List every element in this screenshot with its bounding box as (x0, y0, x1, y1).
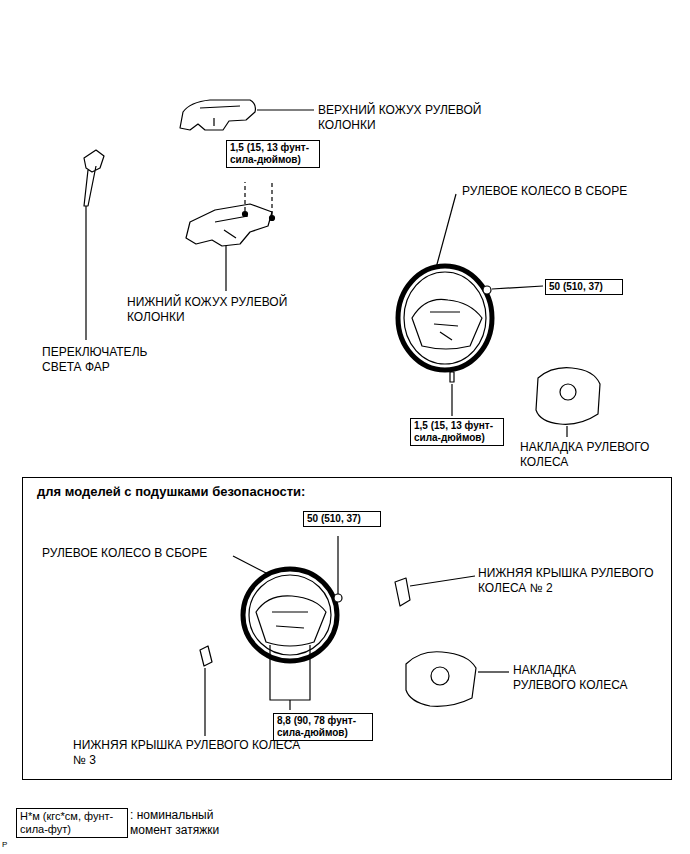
torque-value: 8,8 (90, 78 фунт-сила-дюймов) (277, 715, 369, 739)
lower-cover-3 (200, 646, 212, 666)
lower-cover (186, 204, 272, 246)
page-mark: P (2, 840, 14, 850)
legend-key: Н*м (кгс*см, фунт-сила-фут) (16, 808, 128, 838)
wheel-pad (406, 652, 476, 707)
lower-cover-2 (395, 578, 410, 606)
part-label: НИЖНИЙ КОЖУХ РУЛЕВОЙ КОЛОНКИ (127, 295, 327, 325)
torque-box: 50 (510, 37) (303, 511, 381, 527)
wheel-pad (536, 368, 600, 425)
torque-value: Н*м (кгс*см, фунт-сила-фут) (20, 810, 124, 836)
part-label: НИЖНЯЯ КРЫШКА РУЛЕВОГО КОЛЕСА № 3 (73, 738, 313, 768)
part-label: РУЛЕВОЕ КОЛЕСО В СБОРЕ (462, 184, 662, 199)
part-label: РУЛЕВОЕ КОЛЕСО В СБОРЕ (42, 546, 232, 561)
torque-value: 1,5 (15, 13 фунт-сила-дюймов) (414, 420, 500, 444)
headlight-switch (84, 150, 104, 206)
torque-box: 1,5 (15, 13 фунт-сила-дюймов) (410, 418, 504, 446)
steering-wheel (398, 266, 492, 370)
torque-box: 8,8 (90, 78 фунт-сила-дюймов) (273, 713, 373, 741)
part-label: НИЖНЯЯ КРЫШКА РУЛЕВОГО КОЛЕСА № 2 (478, 566, 668, 596)
part-label: ВЕРХНИЙ КОЖУХ РУЛЕВОЙ КОЛОНКИ (318, 103, 518, 133)
part-label: : номинальный момент затяжки (130, 808, 230, 838)
frame-heading: для моделей с подушками безопасности: (23, 478, 671, 499)
torque-value: 50 (510, 37) (549, 281, 619, 293)
torque-box: 1,5 (15, 13 фунт-сила-дюймов) (226, 140, 320, 168)
part-label: НАКЛАДКА РУЛЕВОГО КОЛЕСА (520, 440, 660, 470)
part-label: НАКЛАДКА РУЛЕВОГО КОЛЕСА (513, 663, 633, 693)
upper-cover (180, 100, 255, 130)
variant-frame: для моделей с подушками безопасности: 50 … (22, 477, 672, 780)
torque-value: 1,5 (15, 13 фунт-сила-дюймов) (230, 142, 316, 166)
part-label: ПЕРЕКЛЮЧАТЕЛЬ СВЕТА ФАР (42, 345, 182, 375)
steering-wheel (243, 569, 337, 661)
torque-value: 50 (510, 37) (307, 513, 377, 525)
torque-box: 50 (510, 37) (545, 279, 623, 295)
